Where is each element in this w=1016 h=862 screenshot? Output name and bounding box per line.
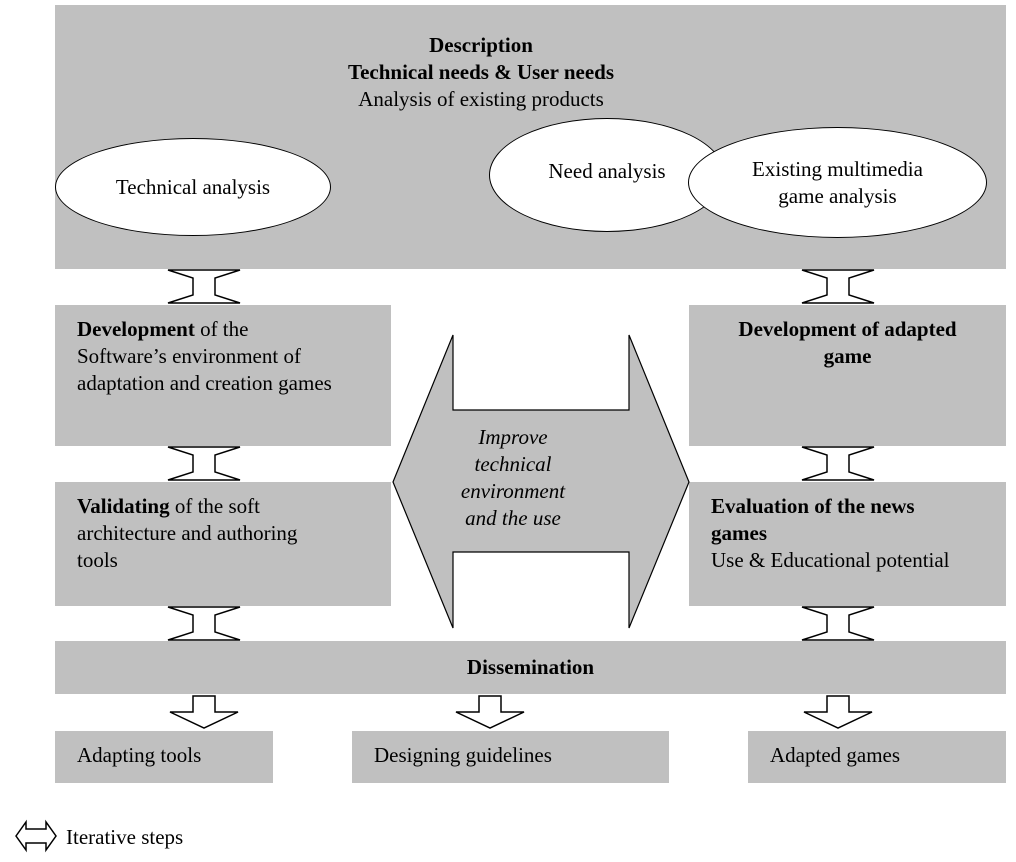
development-environment-text: Development of the Software’s environmen… (77, 316, 387, 397)
validating-text: Validating of the soft architecture and … (77, 493, 387, 574)
improve-text: Improve technical environment and the us… (453, 424, 573, 532)
description-subtitle: Technical needs & User needs (347, 60, 614, 84)
technical-analysis-label: Technical analysis (115, 174, 271, 199)
adapted-games-box (748, 731, 1006, 783)
iterative-arrow-6 (801, 606, 875, 641)
dissemination-box (55, 641, 1006, 694)
description-analysis: Analysis of existing products (358, 87, 604, 111)
technical-analysis-ellipse: Technical analysis (55, 138, 331, 236)
development-bold: Development (77, 317, 195, 341)
adapting-tools-box (55, 731, 273, 783)
adapting-tools-label: Adapting tools (77, 743, 202, 767)
development-adapted-game-box (689, 305, 1006, 446)
description-title: Description (429, 33, 533, 57)
iterative-arrow-3 (167, 606, 241, 641)
down-arrow-designing (455, 695, 525, 729)
legend-label: Iterative steps (66, 825, 184, 849)
iterative-arrow-4 (801, 269, 875, 304)
improve-line2: technical (474, 452, 552, 476)
evaluation-box (689, 482, 1006, 606)
need-analysis-label: Need analysis (548, 158, 666, 183)
evaluation-line3: Use & Educational potential (711, 548, 950, 572)
development-line2: Software’s environment of (77, 344, 301, 368)
evaluation-line2: games (711, 521, 767, 545)
development-line3: adaptation and creation games (77, 371, 332, 395)
improve-line1: Improve (478, 425, 548, 449)
iterative-arrow-5 (801, 446, 875, 481)
iterative-arrow-1 (167, 269, 241, 304)
validating-rest: of the soft (169, 494, 260, 518)
down-arrow-adapted (803, 695, 873, 729)
designing-guidelines-label: Designing guidelines (374, 743, 552, 767)
existing-line2: game analysis (778, 183, 897, 208)
evaluation-text: Evaluation of the news games Use & Educa… (711, 493, 1003, 574)
improve-line4: and the use (465, 506, 561, 530)
dev-adapted-line1: Development of adapted (738, 317, 957, 341)
existing-game-analysis-label: Existing multimedia game analysis (752, 156, 923, 210)
validating-line2: architecture and authoring (77, 521, 298, 545)
validating-box (55, 482, 391, 606)
designing-guidelines-box (352, 731, 669, 783)
development-adapted-game-text: Development of adapted game (689, 316, 1006, 370)
evaluation-line1: Evaluation of the news (711, 494, 915, 518)
existing-line1: Existing multimedia (752, 156, 923, 181)
adapted-games-label: Adapted games (770, 743, 901, 767)
dissemination-label: Dissemination (466, 655, 595, 679)
development-environment-box (55, 305, 391, 446)
dev-adapted-line2: game (823, 344, 872, 368)
validating-line3: tools (77, 548, 118, 572)
iterative-arrow-2 (167, 446, 241, 481)
validating-bold: Validating (77, 494, 170, 518)
down-arrow-adapting (169, 695, 239, 729)
development-rest: of the (194, 317, 249, 341)
existing-game-analysis-ellipse: Existing multimedia game analysis (688, 127, 987, 238)
improve-line3: environment (460, 479, 566, 503)
